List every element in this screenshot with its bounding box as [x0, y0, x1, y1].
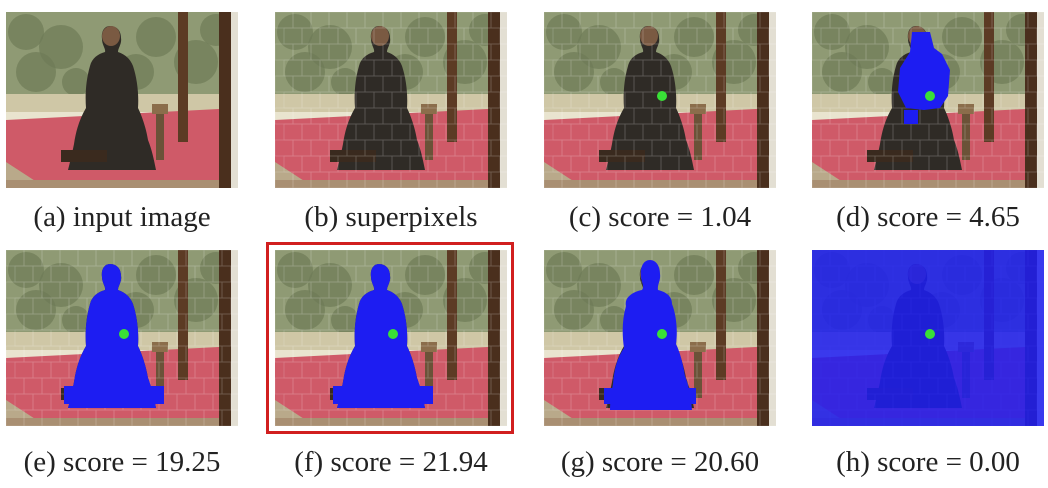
- superpixel-image: [275, 12, 507, 188]
- segment-image-g: [544, 250, 776, 426]
- caption-c: (c) score = 1.04: [568, 201, 752, 233]
- input-image: [6, 12, 238, 188]
- scene-image-h: [812, 250, 1044, 426]
- scene-image-g: [544, 250, 776, 426]
- scene-image-f: [275, 250, 507, 426]
- segment-image-f: [275, 250, 507, 426]
- scene-image-b: [275, 12, 507, 188]
- caption-f: (f) score = 21.94: [294, 446, 488, 478]
- segment-image-d: [812, 12, 1044, 188]
- scene-image-d: [812, 12, 1044, 188]
- scene-image-e: [6, 250, 238, 426]
- caption-d: (d) score = 4.65: [836, 201, 1020, 233]
- segment-image-e: [6, 250, 238, 426]
- scene-image-a: [6, 12, 238, 188]
- scene-image-c: [544, 12, 776, 188]
- caption-g: (g) score = 20.60: [560, 446, 760, 478]
- segment-image-h: [812, 250, 1044, 426]
- segment-image-c: [544, 12, 776, 188]
- caption-b: (b) superpixels: [304, 201, 478, 233]
- caption-e: (e) score = 19.25: [23, 446, 221, 478]
- caption-h: (h) score = 0.00: [836, 446, 1020, 478]
- caption-a: (a) input image: [33, 201, 211, 233]
